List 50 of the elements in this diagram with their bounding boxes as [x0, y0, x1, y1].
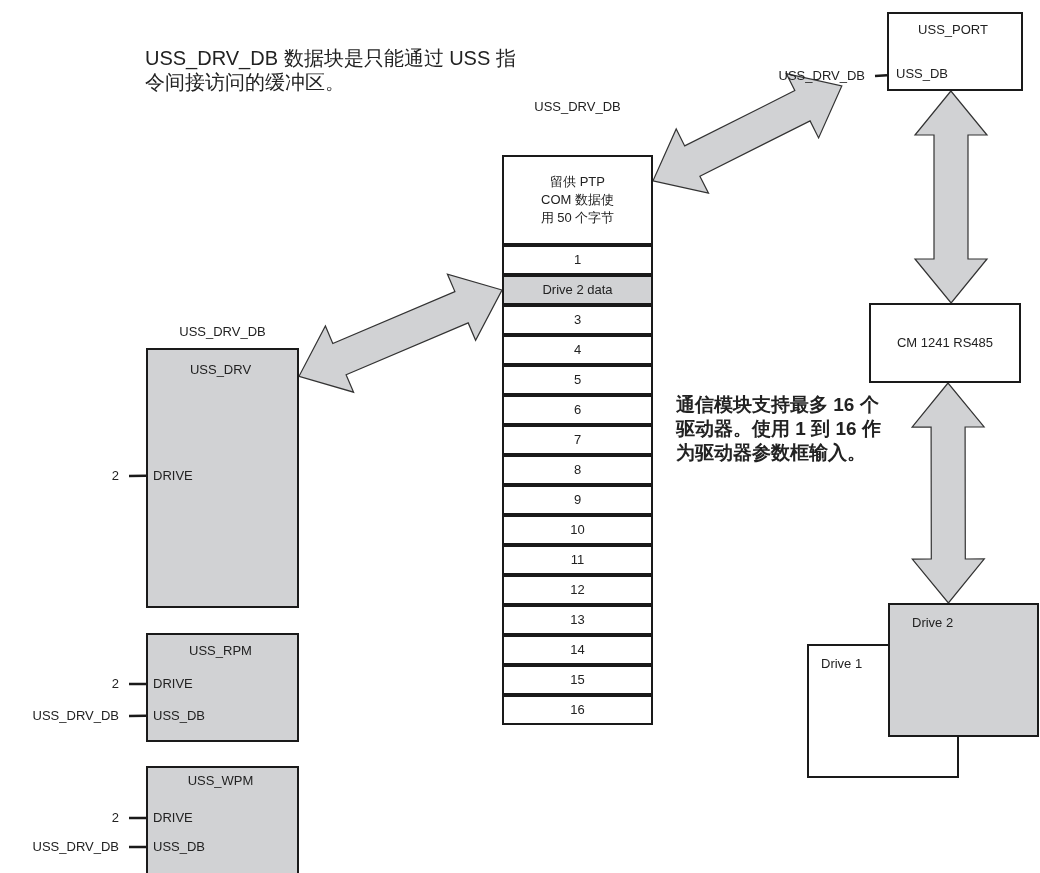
block-arrow [652, 72, 843, 195]
data-cell: 5 [502, 365, 653, 395]
pin-label: USS_DB [896, 66, 949, 82]
pin-label: USS_DB [153, 839, 206, 855]
block-name: USS_WPM [186, 773, 255, 789]
data-cell: 10 [502, 515, 653, 545]
pin-value: USS_DRV_DB [6, 837, 129, 857]
block-arrow [298, 273, 503, 394]
data-cell: 11 [502, 545, 653, 575]
data-cell: 留供 PTP COM 数据使用 50 个字节 [502, 155, 653, 245]
parameter-label: USS_DRV_DB [752, 66, 875, 86]
data-cell: Drive 2 data [502, 275, 653, 305]
pin-value: 2 [100, 466, 129, 486]
data-cell: 1 [502, 245, 653, 275]
pin-label: DRIVE [153, 810, 193, 826]
pin-value: USS_DRV_DB [6, 706, 129, 726]
block-name: USS_DRV [188, 362, 253, 378]
block-title: USS_DRV_DB [178, 324, 267, 340]
data-cell: 16 [502, 695, 653, 725]
pin-line [874, 73, 888, 78]
pin-label: DRIVE [153, 468, 193, 484]
block-name: USS_RPM [188, 643, 253, 659]
function-block [146, 633, 299, 742]
data-cell: 3 [502, 305, 653, 335]
block-name: USS_PORT [917, 22, 989, 38]
data-cell: 12 [502, 575, 653, 605]
drive-name: Drive 2 [912, 615, 954, 631]
function-block [887, 12, 1023, 91]
module-box: CM 1241 RS485 [869, 303, 1021, 383]
note-text: USS_DRV_DB 数据块是只能通过 USS 指令间接访问的缓冲区。 [145, 46, 517, 94]
function-block [146, 766, 299, 873]
drive-name: Drive 1 [821, 656, 863, 672]
data-cell: 6 [502, 395, 653, 425]
data-cell: 13 [502, 605, 653, 635]
data-cell: 15 [502, 665, 653, 695]
block-arrow [913, 90, 989, 304]
block-title: USS_DRV_DB [533, 99, 622, 115]
pin-value: 2 [100, 808, 129, 828]
drive-box [888, 603, 1039, 737]
pin-value: 2 [100, 674, 129, 694]
note-text: 通信模块支持最多 16 个驱动器。使用 1 到 16 作为驱动器参数框输入。 [676, 393, 882, 465]
block-arrow [910, 382, 986, 604]
data-cell: 8 [502, 455, 653, 485]
data-cell: 14 [502, 635, 653, 665]
pin-label: DRIVE [153, 676, 193, 692]
data-cell: 7 [502, 425, 653, 455]
data-cell: 9 [502, 485, 653, 515]
pin-label: USS_DB [153, 708, 206, 724]
drive-box [807, 644, 888, 778]
data-cell: 4 [502, 335, 653, 365]
